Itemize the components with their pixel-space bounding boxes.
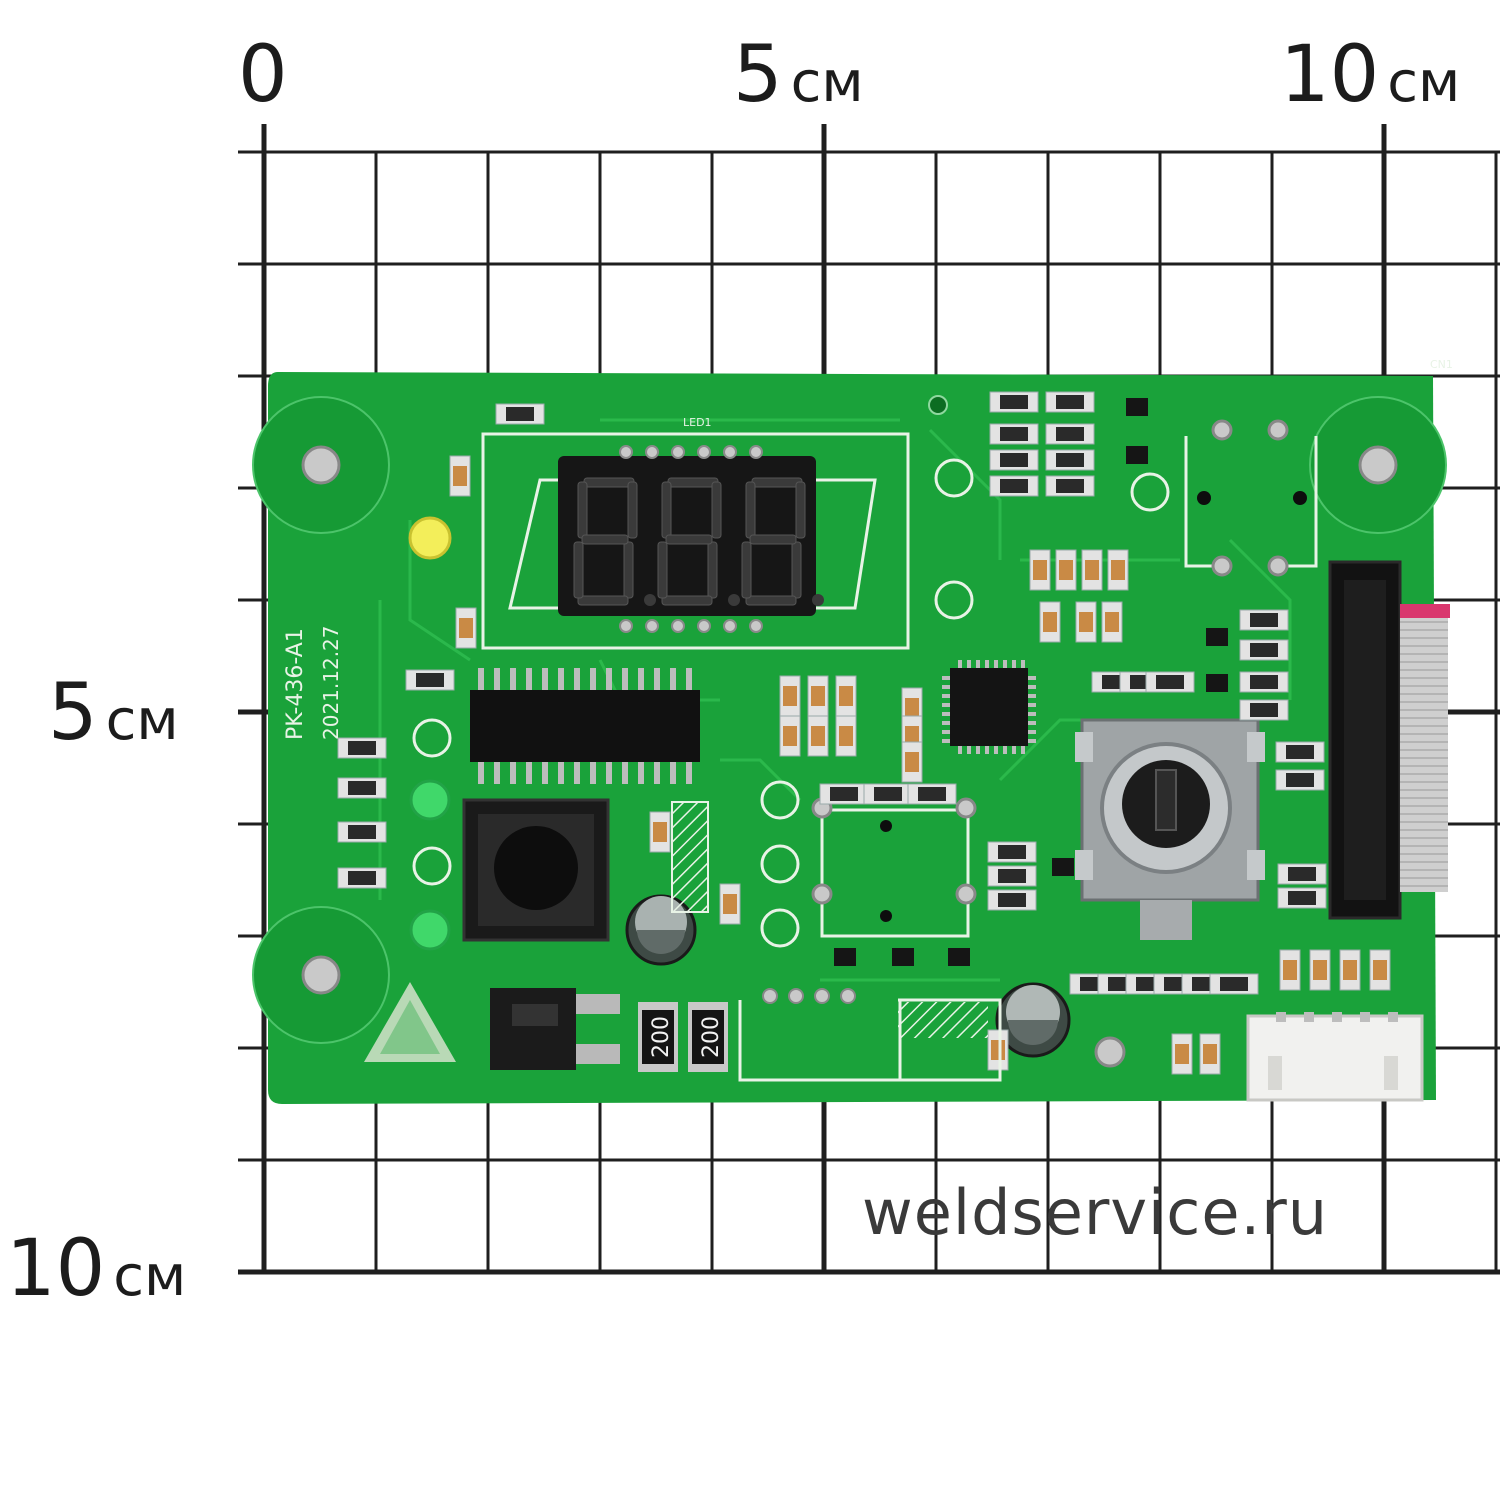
display-label: LED1 xyxy=(683,416,712,429)
display-segment xyxy=(667,477,719,488)
capacitor-c5 xyxy=(995,982,1071,1058)
display-decimal-point xyxy=(728,594,740,606)
connector-cn1: CN1 xyxy=(1328,358,1453,920)
smd-transistor xyxy=(892,948,914,966)
switch-footprint-sw1 xyxy=(1184,419,1318,577)
resistor-code-1: 200 xyxy=(649,1016,674,1058)
led-green-led6 xyxy=(409,779,451,821)
power-resistor-2: 200 xyxy=(688,1002,728,1072)
display-segment xyxy=(581,534,629,545)
display-segment xyxy=(745,481,756,539)
seven-segment-display xyxy=(558,456,824,616)
display-segment xyxy=(745,595,797,606)
smd-transistor xyxy=(1126,398,1148,416)
power-resistor-1: 200 xyxy=(638,1002,678,1072)
smd-transistor xyxy=(948,948,970,966)
display-segment xyxy=(791,541,802,599)
board-date-text: 2021.12.27 xyxy=(319,625,343,740)
ruler-label-x-0: 0 xyxy=(238,30,288,120)
display-segment xyxy=(583,477,635,488)
board-model-text: PK-436-A1 xyxy=(283,628,308,740)
resistor-code-2: 200 xyxy=(699,1016,724,1058)
display-segment xyxy=(749,534,797,545)
rotary-encoder-b1 xyxy=(1075,718,1265,940)
display-decimal-point xyxy=(812,594,824,606)
smd-transistor xyxy=(1052,858,1074,876)
smd-transistor xyxy=(1126,446,1148,464)
display-segment xyxy=(661,595,713,606)
display-segment xyxy=(577,481,588,539)
tactile-switch-sw3 xyxy=(462,798,610,942)
display-segment xyxy=(795,481,806,539)
display-segment xyxy=(577,595,629,606)
display-segment xyxy=(661,481,672,539)
display-segment xyxy=(741,541,752,599)
ic-u3 xyxy=(470,668,700,784)
display-segment xyxy=(707,541,718,599)
led-yellow-led4 xyxy=(408,516,452,560)
ic-u4 xyxy=(942,660,1036,754)
display-segment xyxy=(623,541,634,599)
regulator-u1 xyxy=(490,988,620,1070)
smd-transistor xyxy=(1206,628,1228,646)
display-segment xyxy=(657,541,668,599)
pcb-board: LED1 xyxy=(252,358,1453,1104)
connector-cn2 xyxy=(1246,1012,1424,1102)
display-segment xyxy=(627,481,638,539)
esd-warning-icon xyxy=(364,982,456,1062)
display-segment xyxy=(711,481,722,539)
smd-transistor xyxy=(834,948,856,966)
watermark-text: weldservice.ru xyxy=(862,1176,1329,1249)
display-segment xyxy=(573,541,584,599)
display-segment xyxy=(751,477,803,488)
display-decimal-point xyxy=(644,594,656,606)
smd-transistor xyxy=(1206,674,1228,692)
display-segment xyxy=(665,534,713,545)
led-green-led8 xyxy=(409,909,451,951)
cn1-label: CN1 xyxy=(1430,358,1453,371)
